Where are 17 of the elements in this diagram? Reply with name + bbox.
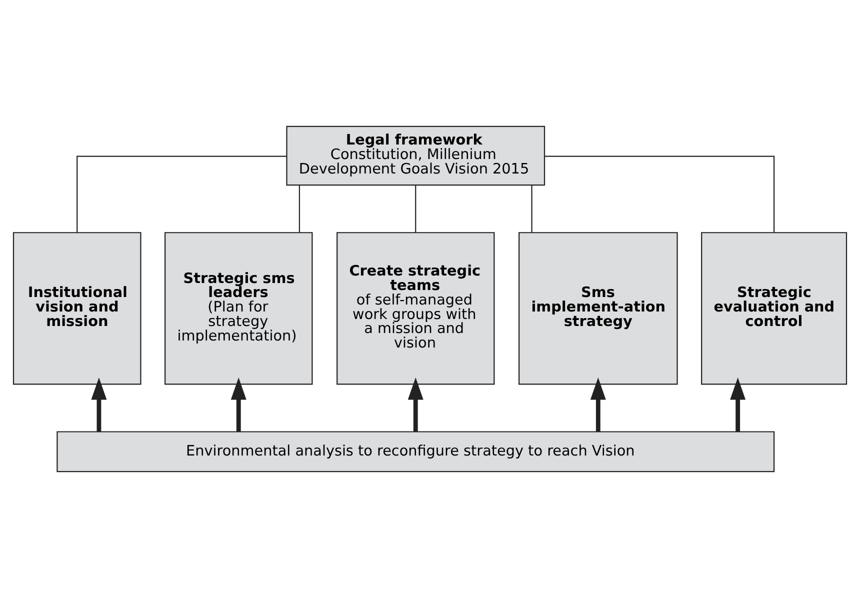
- connector: [76, 155, 287, 232]
- arrow: [91, 377, 107, 432]
- connector: [415, 184, 416, 232]
- node-box: Institutional vision and mission: [12, 232, 142, 384]
- node-box: Create strategic teams of self-managed work groups with a mission and vision: [336, 232, 495, 384]
- arrow: [730, 377, 746, 432]
- node-box: Environmental analysis to reconfigure strategy to reach Vision: [56, 430, 775, 472]
- arrow: [230, 377, 246, 432]
- node-box: Strategic evaluation and control: [701, 232, 848, 384]
- connector: [531, 184, 532, 232]
- arrow: [590, 377, 606, 432]
- arrow: [408, 377, 424, 432]
- node-box: Sms implement-ation strategy: [518, 232, 678, 384]
- node-box: Strategic sms leaders (Plan for strategy implementation): [164, 232, 313, 384]
- connector: [298, 184, 300, 232]
- connector: [544, 155, 775, 232]
- node-box: Legal framework Constitution, Millenium Development Goals Vision 2015: [286, 125, 546, 186]
